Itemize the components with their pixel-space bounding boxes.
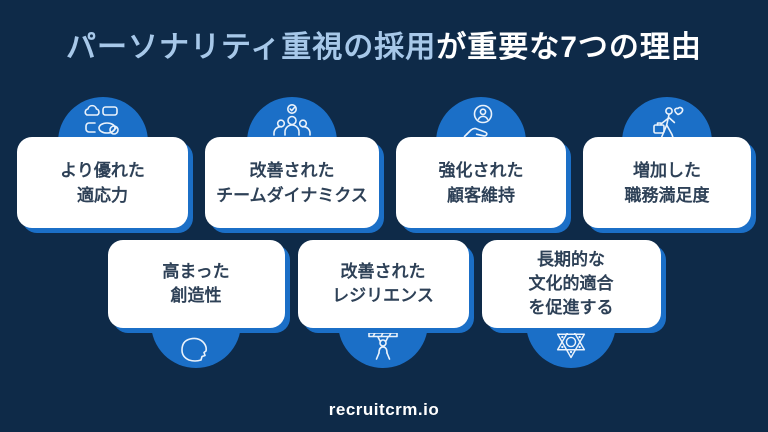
reason-card: 改善された レジリエンス bbox=[297, 240, 469, 328]
cultural-fit-icon bbox=[556, 325, 586, 359]
reason-card: 長期的な 文化的適合 を促進する bbox=[481, 240, 661, 328]
adaptability-shapes-icon bbox=[84, 104, 119, 135]
creativity-icon bbox=[181, 323, 210, 362]
title-highlight-text: パーソナリティ重視の採用 bbox=[66, 31, 437, 64]
reason-card: 強化された 顧客維持 bbox=[396, 137, 566, 228]
reason-item-cultural-fit: 長期的な 文化的適合 を促進する bbox=[481, 240, 661, 368]
card-line: チームダイナミクス bbox=[216, 185, 368, 205]
reason-card: 改善された チームダイナミクス bbox=[205, 137, 379, 228]
brand-footer: recruitcrm.io bbox=[328, 400, 440, 419]
job-satisfaction-icon bbox=[653, 106, 684, 138]
reason-card: 増加した 職務満足度 bbox=[583, 137, 751, 228]
card-line: 改善された bbox=[249, 160, 335, 180]
bottom-card-row: 高まった 創造性 改善された レジリエンス bbox=[0, 240, 768, 368]
reason-card: より優れた 適応力 bbox=[17, 137, 188, 228]
card-line: 高まった bbox=[162, 262, 230, 281]
reason-item-adaptability: より優れた 適応力 bbox=[17, 97, 188, 228]
reason-item-job-satisfaction: 増加した 職務満足度 bbox=[583, 97, 751, 228]
reason-item-resilience: 改善された レジリエンス bbox=[297, 240, 469, 368]
card-line: を促進する bbox=[528, 298, 614, 317]
card-line: より優れた bbox=[60, 160, 145, 180]
title-rest-text: が重要な7つの理由 bbox=[436, 31, 702, 64]
card-line: 文化的適合 bbox=[528, 274, 614, 293]
page-title: パーソナリティ重視の採用が重要な7つの理由 bbox=[0, 22, 768, 66]
reason-item-customer-retention: 強化された 顧客維持 bbox=[396, 97, 566, 228]
card-line: 強化された bbox=[438, 160, 524, 180]
card-line: 職務満足度 bbox=[624, 185, 710, 205]
reason-item-team-dynamics: 改善された チームダイナミクス bbox=[205, 97, 379, 228]
card-line: 長期的な bbox=[537, 250, 605, 269]
reason-card: 高まった 創造性 bbox=[107, 240, 285, 328]
card-line: レジリエンス bbox=[332, 286, 434, 305]
card-line: 改善された bbox=[340, 262, 426, 281]
top-card-row: より優れた 適応力 改善された チームダイナミクス bbox=[0, 97, 768, 228]
customer-retention-icon bbox=[463, 104, 493, 138]
card-line: 適応力 bbox=[77, 185, 128, 205]
reason-item-creativity: 高まった 創造性 bbox=[107, 240, 285, 368]
card-line: 顧客維持 bbox=[447, 185, 515, 205]
card-line: 創造性 bbox=[170, 286, 222, 305]
card-line: 増加した bbox=[633, 160, 701, 180]
team-dynamics-icon bbox=[273, 104, 311, 136]
